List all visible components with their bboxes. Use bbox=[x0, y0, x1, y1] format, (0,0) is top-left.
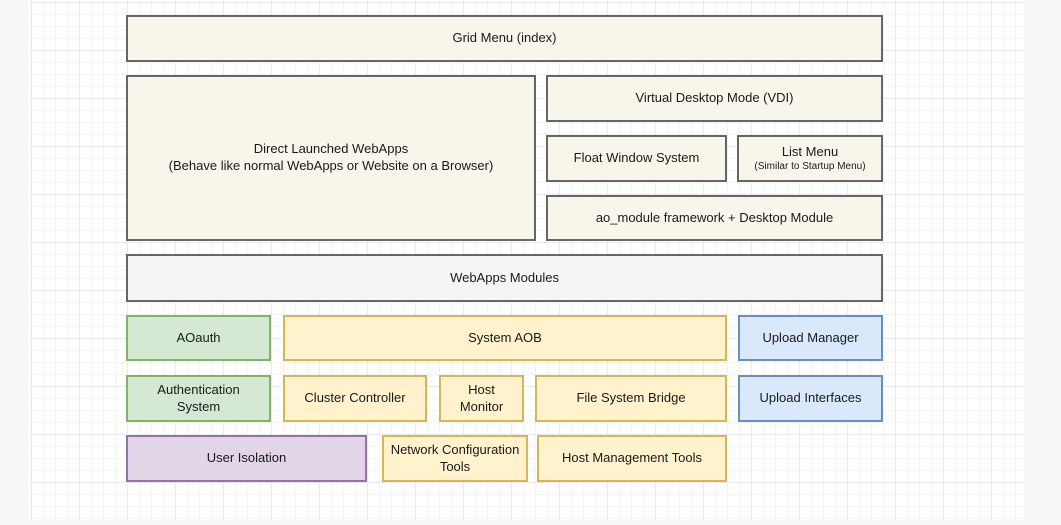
node-file-system-bridge[interactable]: File System Bridge bbox=[535, 375, 727, 422]
node-label: Network Configuration Tools bbox=[390, 442, 520, 476]
node-label: WebApps Modules bbox=[450, 270, 559, 287]
node-network-configuration-tools[interactable]: Network Configuration Tools bbox=[382, 435, 528, 482]
node-authentication-system[interactable]: Authentication System bbox=[126, 375, 271, 422]
node-label: Grid Menu (index) bbox=[452, 30, 556, 47]
node-virtual-desktop-mode[interactable]: Virtual Desktop Mode (VDI) bbox=[546, 75, 883, 122]
node-aoauth[interactable]: AOauth bbox=[126, 315, 271, 361]
node-sublabel: (Behave like normal WebApps or Website o… bbox=[169, 158, 494, 175]
node-float-window-system[interactable]: Float Window System bbox=[546, 135, 727, 182]
node-label: System AOB bbox=[468, 330, 542, 347]
node-label: Upload Manager bbox=[762, 330, 858, 347]
node-sublabel: (Similar to Startup Menu) bbox=[754, 160, 865, 173]
node-label: Authentication System bbox=[134, 382, 263, 416]
node-upload-manager[interactable]: Upload Manager bbox=[738, 315, 883, 361]
node-label: Upload Interfaces bbox=[760, 390, 862, 407]
node-label: Float Window System bbox=[574, 150, 700, 167]
node-host-monitor[interactable]: Host Monitor bbox=[439, 375, 524, 422]
node-system-aob[interactable]: System AOB bbox=[283, 315, 727, 361]
node-label: User Isolation bbox=[207, 450, 286, 467]
node-cluster-controller[interactable]: Cluster Controller bbox=[283, 375, 427, 422]
node-label: List Menu bbox=[782, 144, 838, 161]
node-label: Direct Launched WebApps bbox=[254, 141, 408, 158]
node-ao-module-framework[interactable]: ao_module framework + Desktop Module bbox=[546, 195, 883, 241]
node-label: ao_module framework + Desktop Module bbox=[596, 210, 833, 227]
node-label: Virtual Desktop Mode (VDI) bbox=[636, 90, 794, 107]
node-label: AOauth bbox=[176, 330, 220, 347]
node-label: Host Management Tools bbox=[562, 450, 702, 467]
node-upload-interfaces[interactable]: Upload Interfaces bbox=[738, 375, 883, 422]
node-host-management-tools[interactable]: Host Management Tools bbox=[537, 435, 727, 482]
node-direct-launched-webapps[interactable]: Direct Launched WebApps (Behave like nor… bbox=[126, 75, 536, 241]
node-label: Host Monitor bbox=[447, 382, 516, 416]
node-label: File System Bridge bbox=[576, 390, 685, 407]
node-webapps-modules[interactable]: WebApps Modules bbox=[126, 254, 883, 302]
node-user-isolation[interactable]: User Isolation bbox=[126, 435, 367, 482]
node-grid-menu[interactable]: Grid Menu (index) bbox=[126, 15, 883, 62]
node-label: Cluster Controller bbox=[304, 390, 405, 407]
node-list-menu[interactable]: List Menu (Similar to Startup Menu) bbox=[737, 135, 883, 182]
